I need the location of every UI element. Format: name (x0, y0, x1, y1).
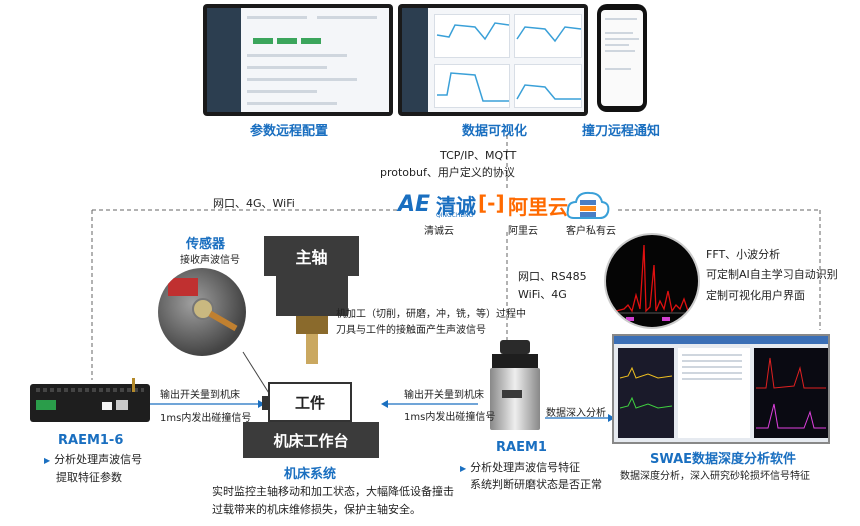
spindle-body (276, 276, 348, 316)
raem1-deep-analysis: 数据深入分析 (546, 408, 606, 419)
machine-system-title: 机床系统 (284, 467, 337, 482)
machine-table: 机床工作台 (243, 422, 379, 458)
sensor-desc: 接收声波信号 (180, 255, 240, 266)
qingcheng-ae-icon: AE (398, 192, 431, 217)
process-desc-2: 刀具与工件的接触面产生声波信号 (336, 325, 486, 336)
data-viz-caption: 数据可视化 (462, 124, 528, 139)
raem16-name: RAEM1-6 (58, 433, 124, 448)
sensor-photo (158, 268, 246, 356)
machine-system-desc-1: 实时监控主轴移动和加工状态，大幅降低设备撞击 (212, 485, 454, 498)
alert-phone-screen (601, 10, 643, 106)
aliyun-brand-text: 阿里云 (508, 195, 568, 219)
private-cloud-label: 客户私有云 (566, 226, 616, 237)
tool-alert-caption: 撞刀远程通知 (582, 124, 661, 139)
qingcheng-brand-text: 清诚 (436, 194, 476, 218)
process-desc-1: 机加工（切削，研磨，冲，铣，等）过程中 (336, 309, 526, 320)
raem16-output-2: 1ms内发出碰撞信号 (160, 413, 252, 424)
raem16-feature-1: 分析处理声波信号 (44, 451, 142, 467)
alert-phone (597, 4, 647, 112)
raem1-feature-1: 分析处理声波信号特征 (460, 459, 580, 475)
qingcheng-brand-sub: QINGCHENG (436, 212, 474, 219)
machine-system-desc-2: 过载带来的机床维修损失，保护主轴安全。 (212, 503, 421, 516)
param-config-monitor (203, 4, 393, 116)
fft-line-3: 定制可视化用户界面 (706, 289, 805, 302)
spindle-collet (296, 316, 328, 334)
raem1-device (488, 340, 542, 432)
right-network-line-2: WiFi、4G (518, 288, 567, 301)
swae-software-screen (612, 334, 830, 444)
swae-title: SWAE数据深度分析软件 (650, 452, 797, 467)
fft-line-2: 可定制AI自主学习自动识别 (706, 268, 838, 281)
raem16-device (30, 378, 150, 430)
protocol-line-2: protobuf、用户定义的协议 (380, 166, 515, 179)
spindle-head: 主轴 (264, 236, 359, 276)
fft-spectrum-view (604, 233, 700, 329)
sensor-title: 传感器 (186, 237, 226, 252)
data-viz-screen (402, 8, 584, 112)
left-network-label: 网口、4G、WiFi (213, 197, 295, 210)
raem1-output-1: 输出开关量到机床 (404, 390, 484, 401)
protocol-line-1: TCP/IP、MQTT (440, 149, 517, 162)
raem16-feature-2: 提取特征参数 (56, 471, 122, 484)
right-network-line-1: 网口、RS485 (518, 270, 587, 283)
cutting-tool (306, 334, 318, 364)
sensor-on-workpiece (262, 396, 270, 410)
swae-desc: 数据深度分析，深入研究砂轮损坏信号特征 (620, 471, 810, 482)
private-cloud-icon (566, 191, 610, 219)
fft-line-1: FFT、小波分析 (706, 248, 781, 261)
data-viz-monitor (398, 4, 588, 116)
workpiece: 工件 (268, 382, 352, 422)
fft-spectrum-plot (614, 244, 694, 321)
param-config-screen (207, 8, 389, 112)
aliyun-cloud-label: 阿里云 (508, 226, 538, 237)
qingcheng-cloud-label: 清诚云 (424, 226, 454, 237)
aliyun-bracket-icon: [-] (478, 191, 505, 215)
raem16-output-1: 输出开关量到机床 (160, 390, 240, 401)
raem1-feature-2: 系统判断研磨状态是否正常 (470, 478, 602, 491)
param-config-caption: 参数远程配置 (250, 124, 329, 139)
raem1-name: RAEM1 (496, 440, 547, 455)
raem1-output-2: 1ms内发出碰撞信号 (404, 412, 496, 423)
